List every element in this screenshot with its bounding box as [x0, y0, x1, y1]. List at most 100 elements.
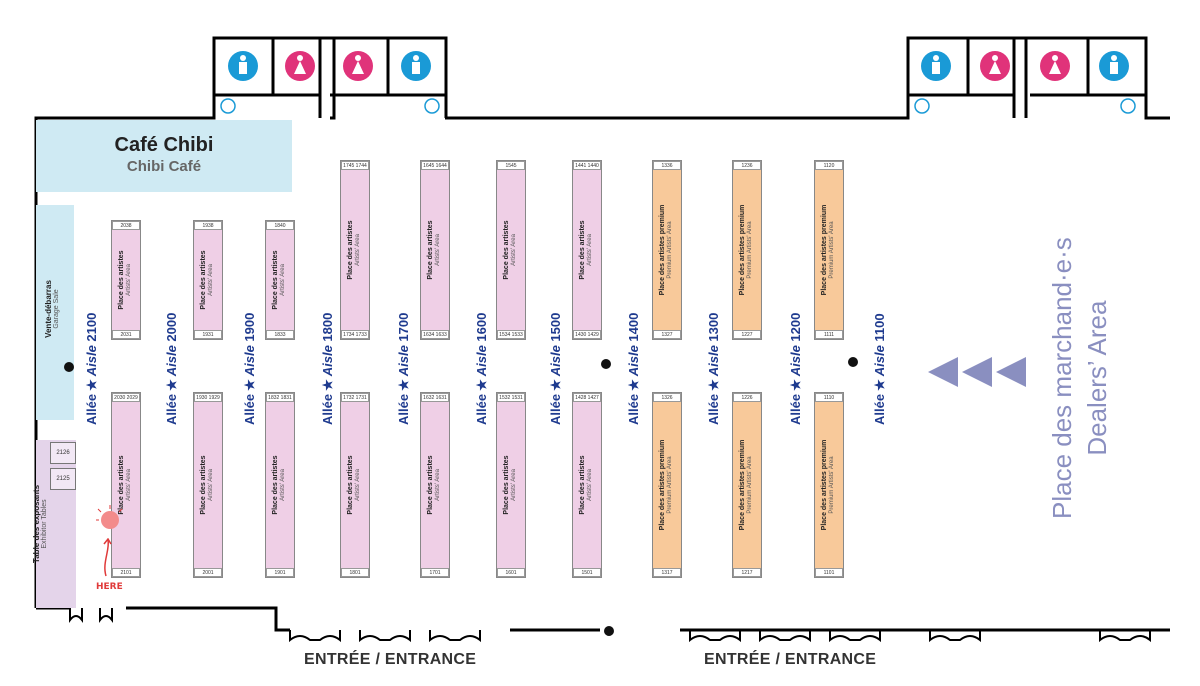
area-label-fr: Place des artistes premium: [739, 439, 747, 531]
area-label-fr: Place des artistes: [272, 250, 280, 310]
garage-sale-title: Vente-débarras: [44, 280, 53, 338]
aisle-number: 2100: [84, 312, 99, 346]
booth-number-bottom: 1833: [266, 330, 294, 339]
aisle-label-1900: Allée★Aisle 1900: [242, 295, 258, 425]
area-label-fr: Place des artistes premium: [659, 204, 667, 296]
exhibitor-table-subtitle: Exhibitor Tables: [41, 499, 48, 549]
cafe-chibi: Café Chibi Chibi Café: [36, 120, 292, 192]
area-label-en: Premium Artists' Area: [667, 456, 674, 514]
booth-number-bottom: 1701: [421, 568, 449, 577]
area-label-fr: Place des artistes: [427, 220, 435, 280]
area-label-fr: Place des artistes: [200, 455, 208, 515]
aisle-label-1200: Allée★Aisle 1200: [788, 295, 804, 425]
pillar-marker: [604, 626, 614, 636]
area-label-fr: Place des artistes premium: [659, 439, 667, 531]
booth-number-bottom: 1501: [573, 568, 601, 577]
booth-number-bottom: 1931: [194, 330, 222, 339]
entrance-label-left: ENTRÉE / ENTRANCE: [304, 651, 477, 668]
area-label-en: Artists' Area: [355, 234, 362, 266]
area-label-fr: Place des artistes premium: [821, 439, 829, 531]
here-label: HERE: [96, 582, 123, 592]
booth-number-top: 1110: [815, 393, 843, 402]
cafe-title: Café Chibi: [114, 134, 214, 156]
star-icon: ★: [788, 379, 803, 391]
exhibitor-table-label: Table des exposants Exhibitor Tables: [32, 454, 48, 594]
pillar-marker: [848, 357, 858, 367]
star-icon: ★: [626, 379, 641, 391]
booth-number-bottom: 1430 1429: [573, 330, 601, 339]
women-restroom-icon: [285, 51, 315, 81]
aisle-number: 1900: [242, 312, 257, 346]
aisle-word-fr: Allée: [84, 393, 99, 425]
booth-number-top: 1532 1531: [497, 393, 525, 402]
pillar-marker: [601, 359, 611, 369]
booth-number-top: 1840: [266, 221, 294, 230]
aisle-word-fr: Allée: [872, 393, 887, 425]
area-label-en: Artists' Area: [435, 234, 442, 266]
booth-number-bottom: 1227: [733, 330, 761, 339]
area-label-fr: Place des artistes: [503, 220, 511, 280]
area-label-en: Premium Artists' Area: [747, 456, 754, 514]
aisle-word-en: Aisle: [84, 345, 99, 377]
aisle-word-en: Aisle: [164, 345, 179, 377]
aisle-label-1700: Allée★Aisle 1700: [396, 295, 412, 425]
aisle-number: 1500: [548, 312, 563, 346]
dealers-area-fr: Place des marchand·e·s: [1046, 237, 1077, 519]
area-label-en: Premium Artists' Area: [829, 456, 836, 514]
aisle-number: 1700: [396, 312, 411, 346]
aisle-number: 1800: [320, 312, 335, 346]
booth-number-top: 1930 1929: [194, 393, 222, 402]
area-label-fr: Place des artistes premium: [739, 204, 747, 296]
aisle-number: 2000: [164, 312, 179, 346]
booth-number-top: 1745 1744: [341, 161, 369, 170]
booth-number-bottom: 1101: [815, 568, 843, 577]
area-label-en: Artists' Area: [208, 264, 215, 296]
booth-number-top: 1236: [733, 161, 761, 170]
star-icon: ★: [706, 379, 721, 391]
booth-number-bottom: 1111: [815, 330, 843, 339]
men-restroom-icon: [1099, 51, 1129, 81]
area-label-en: Artists' Area: [280, 469, 287, 501]
area-label-en: Artists' Area: [511, 234, 518, 266]
aisle-word-fr: Allée: [474, 393, 489, 425]
booth-number-bottom: 1734 1733: [341, 330, 369, 339]
aisle-label-1500: Allée★Aisle 1500: [548, 295, 564, 425]
area-label-fr: Place des artistes: [200, 250, 208, 310]
booth-number-top: 1632 1631: [421, 393, 449, 402]
area-label-en: Artists' Area: [587, 469, 594, 501]
table-2126: 2126: [50, 442, 76, 464]
area-label-fr: Place des artistes: [347, 220, 355, 280]
aisle-word-en: Aisle: [872, 345, 887, 377]
booth-number-bottom: 1634 1633: [421, 330, 449, 339]
aisle-word-en: Aisle: [242, 345, 257, 377]
star-icon: ★: [548, 379, 563, 391]
aisle-word-fr: Allée: [706, 393, 721, 425]
aisle-word-en: Aisle: [320, 345, 335, 377]
